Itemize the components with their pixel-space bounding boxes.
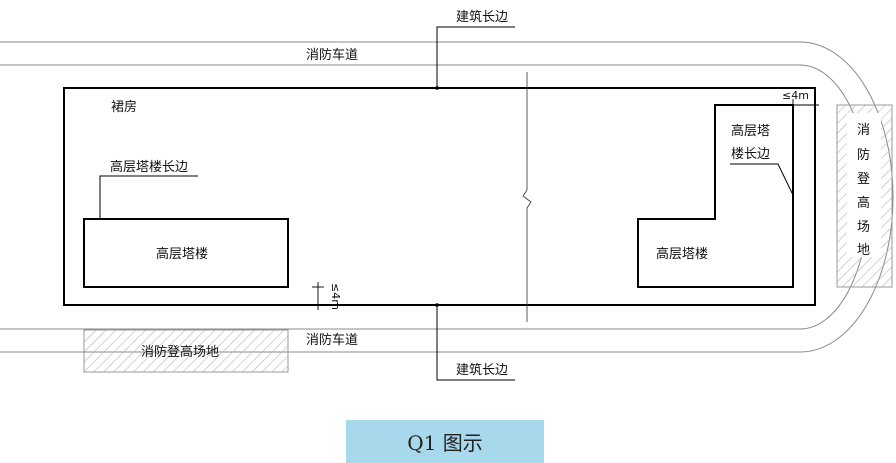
label-dim-bottom-left: ≤4m [329, 283, 342, 310]
figure-caption: Q1 图示 [346, 420, 544, 463]
label-tower-right: 高层塔楼 [656, 246, 708, 262]
label-building-long-side-bottom: 建筑长边 [456, 362, 508, 378]
label-tower-left: 高层塔楼 [156, 246, 208, 262]
long-side-leaders [436, 26, 515, 381]
svg-text:场: 场 [857, 220, 870, 235]
tower-long-side-left-leader [99, 175, 198, 219]
tower-long-side-right-leader [730, 163, 794, 196]
dim-top-right [779, 99, 819, 111]
svg-text:防: 防 [857, 147, 870, 163]
svg-text:登: 登 [857, 172, 870, 187]
label-podium: 裙房 [111, 99, 137, 115]
label-tower-long-side-left: 高层塔楼长边 [110, 159, 188, 175]
label-platform-bottom: 消防登高场地 [141, 344, 219, 360]
label-fire-lane-top: 消防车道 [306, 47, 358, 63]
label-tower-long-side-right-1: 高层塔 [731, 123, 770, 139]
svg-text:高: 高 [857, 195, 870, 211]
label-dim-top-right: ≤4m [782, 89, 809, 102]
label-building-long-side-top: 建筑长边 [456, 9, 508, 25]
label-fire-lane-bottom: 消防车道 [306, 332, 358, 348]
dim-bottom-left [312, 282, 324, 310]
tower-left [83, 218, 289, 288]
podium-outline [63, 87, 816, 306]
break-line [522, 72, 532, 322]
platform-bottom-area [83, 329, 289, 373]
svg-text:消: 消 [857, 123, 870, 138]
label-platform-right: 消 防 登 高 场 地 [857, 123, 870, 258]
label-tower-long-side-right-2: 楼长边 [731, 147, 770, 162]
svg-text:地: 地 [857, 243, 870, 258]
